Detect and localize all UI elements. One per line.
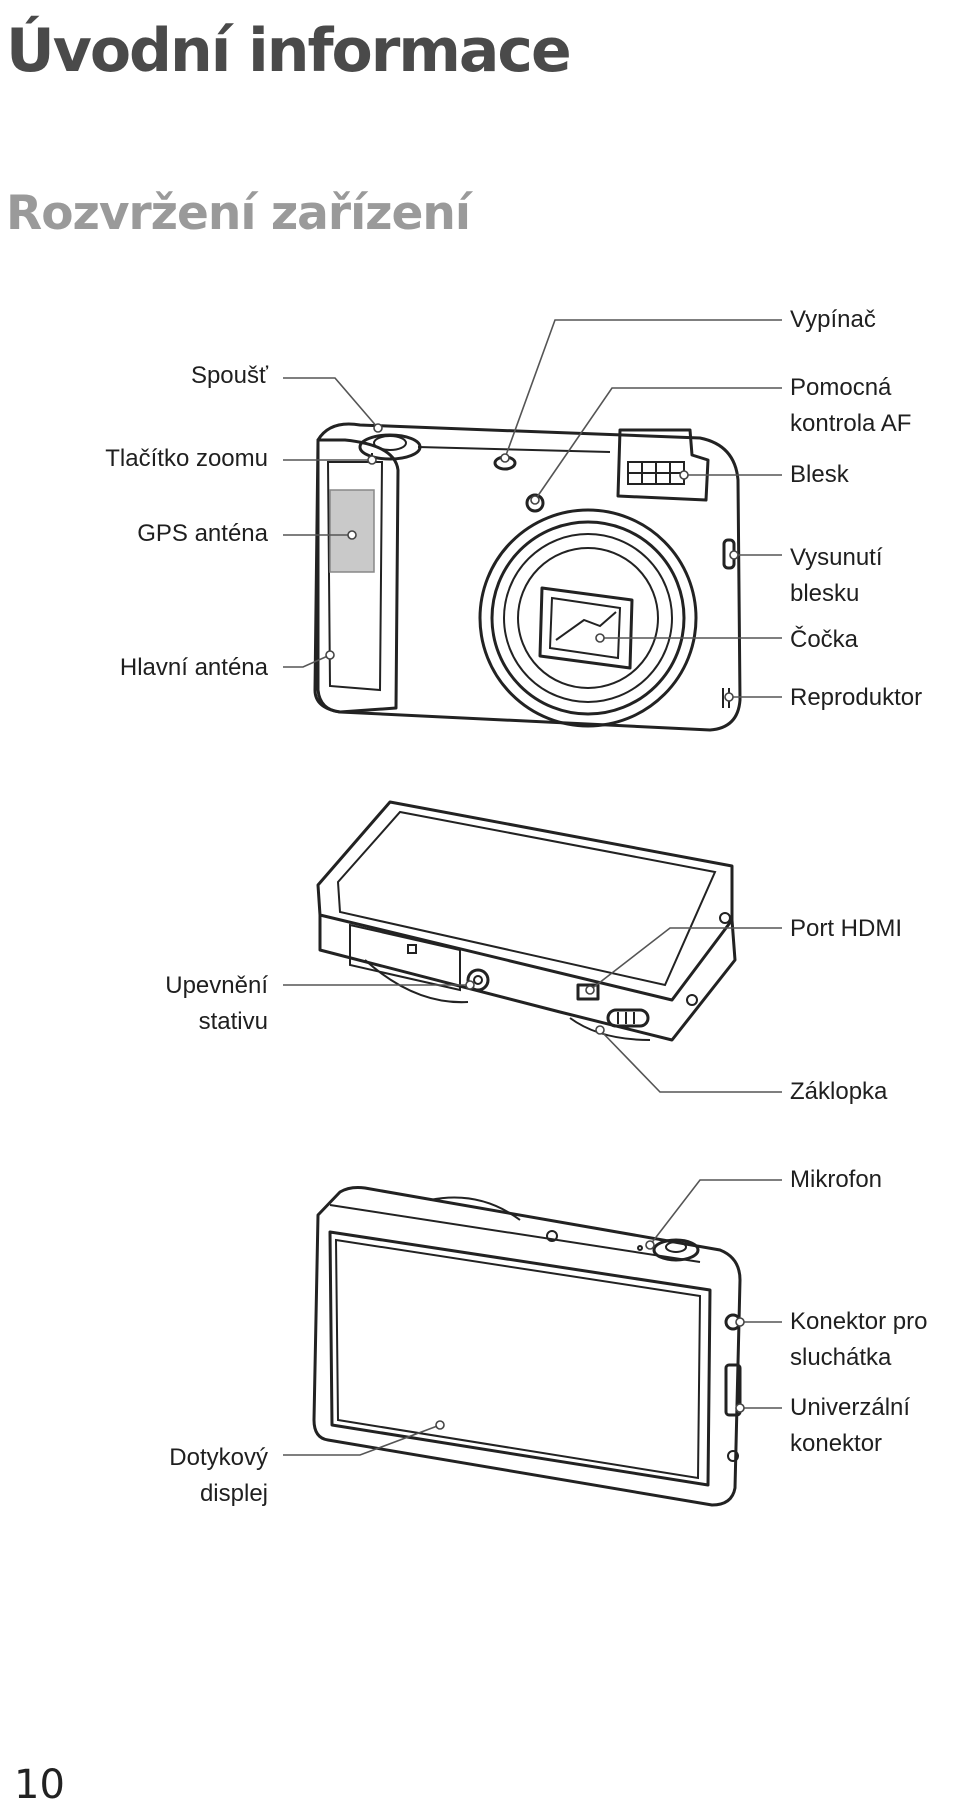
label-lens: Čočka	[790, 622, 858, 658]
label-gps-antenna: GPS anténa	[137, 516, 268, 552]
label-zoom-button: Tlačítko zoomu	[105, 441, 268, 477]
label-tripod-mount: Upevnění stativu	[118, 968, 268, 1040]
label-shutter: Spoušť	[191, 358, 268, 394]
camera-bottom-view	[318, 802, 735, 1040]
label-flash: Blesk	[790, 457, 849, 493]
label-latch: Záklopka	[790, 1074, 887, 1110]
label-universal-connector: Univerzální konektor	[790, 1390, 925, 1462]
page-number: 10	[14, 1762, 65, 1808]
camera-back-view	[314, 1188, 740, 1506]
label-touch-display: Dotykový displej	[148, 1440, 268, 1512]
label-power-button: Vypínač	[790, 302, 876, 338]
leader-dots	[326, 424, 744, 1429]
label-hdmi-port: Port HDMI	[790, 911, 902, 947]
label-microphone: Mikrofon	[790, 1162, 882, 1198]
label-speaker: Reproduktor	[790, 680, 922, 716]
label-flash-release: Vysunutí blesku	[790, 540, 900, 612]
label-af-assist: Pomocná kontrola AF	[790, 370, 940, 442]
label-headphone-jack: Konektor pro sluchátka	[790, 1304, 955, 1376]
camera-front-view	[315, 424, 740, 730]
label-main-antenna: Hlavní anténa	[120, 650, 268, 686]
